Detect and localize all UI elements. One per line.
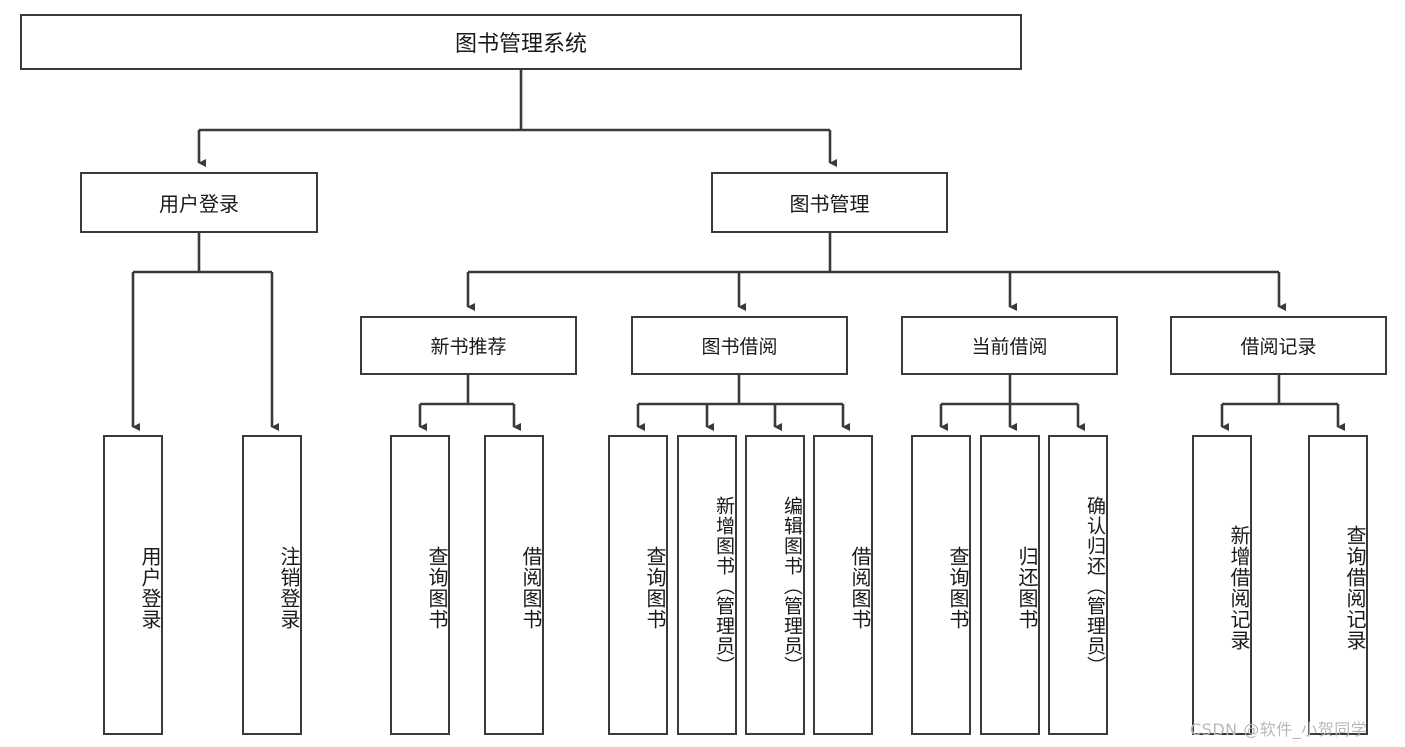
leaf-current-borrow-confirm-return-admin[interactable]: 确认归还（管理员） xyxy=(1048,435,1108,735)
leaf-borrow-record-add-record[interactable]: 新增借阅记录 xyxy=(1192,435,1252,735)
leaf-book-borrow-add-book-admin[interactable]: 新增图书（管理员） xyxy=(677,435,737,735)
node-book-management[interactable]: 图书管理 xyxy=(711,172,948,233)
node-new-book-recommend[interactable]: 新书推荐 xyxy=(360,316,577,375)
leaf-new-book-borrow-book[interactable]: 借阅图书 xyxy=(484,435,544,735)
node-user-login[interactable]: 用户登录 xyxy=(80,172,318,233)
leaf-book-borrow-edit-book-admin[interactable]: 编辑图书（管理员） xyxy=(745,435,805,735)
node-book-borrow[interactable]: 图书借阅 xyxy=(631,316,848,375)
leaf-book-borrow-query-book[interactable]: 查询图书 xyxy=(608,435,668,735)
node-current-borrow[interactable]: 当前借阅 xyxy=(901,316,1118,375)
leaf-new-book-query-book[interactable]: 查询图书 xyxy=(390,435,450,735)
leaf-current-borrow-return-book[interactable]: 归还图书 xyxy=(980,435,1040,735)
leaf-borrow-record-query-record[interactable]: 查询借阅记录 xyxy=(1308,435,1368,735)
leaf-user-login-logout[interactable]: 注销登录 xyxy=(242,435,302,735)
csdn-watermark: CSDN @软件_小贺同学 xyxy=(1190,720,1368,739)
leaf-current-borrow-query-book[interactable]: 查询图书 xyxy=(911,435,971,735)
leaf-user-login-login[interactable]: 用户登录 xyxy=(103,435,163,735)
node-borrow-record[interactable]: 借阅记录 xyxy=(1170,316,1387,375)
node-root-book-management-system[interactable]: 图书管理系统 xyxy=(20,14,1022,70)
leaf-book-borrow-borrow-book[interactable]: 借阅图书 xyxy=(813,435,873,735)
